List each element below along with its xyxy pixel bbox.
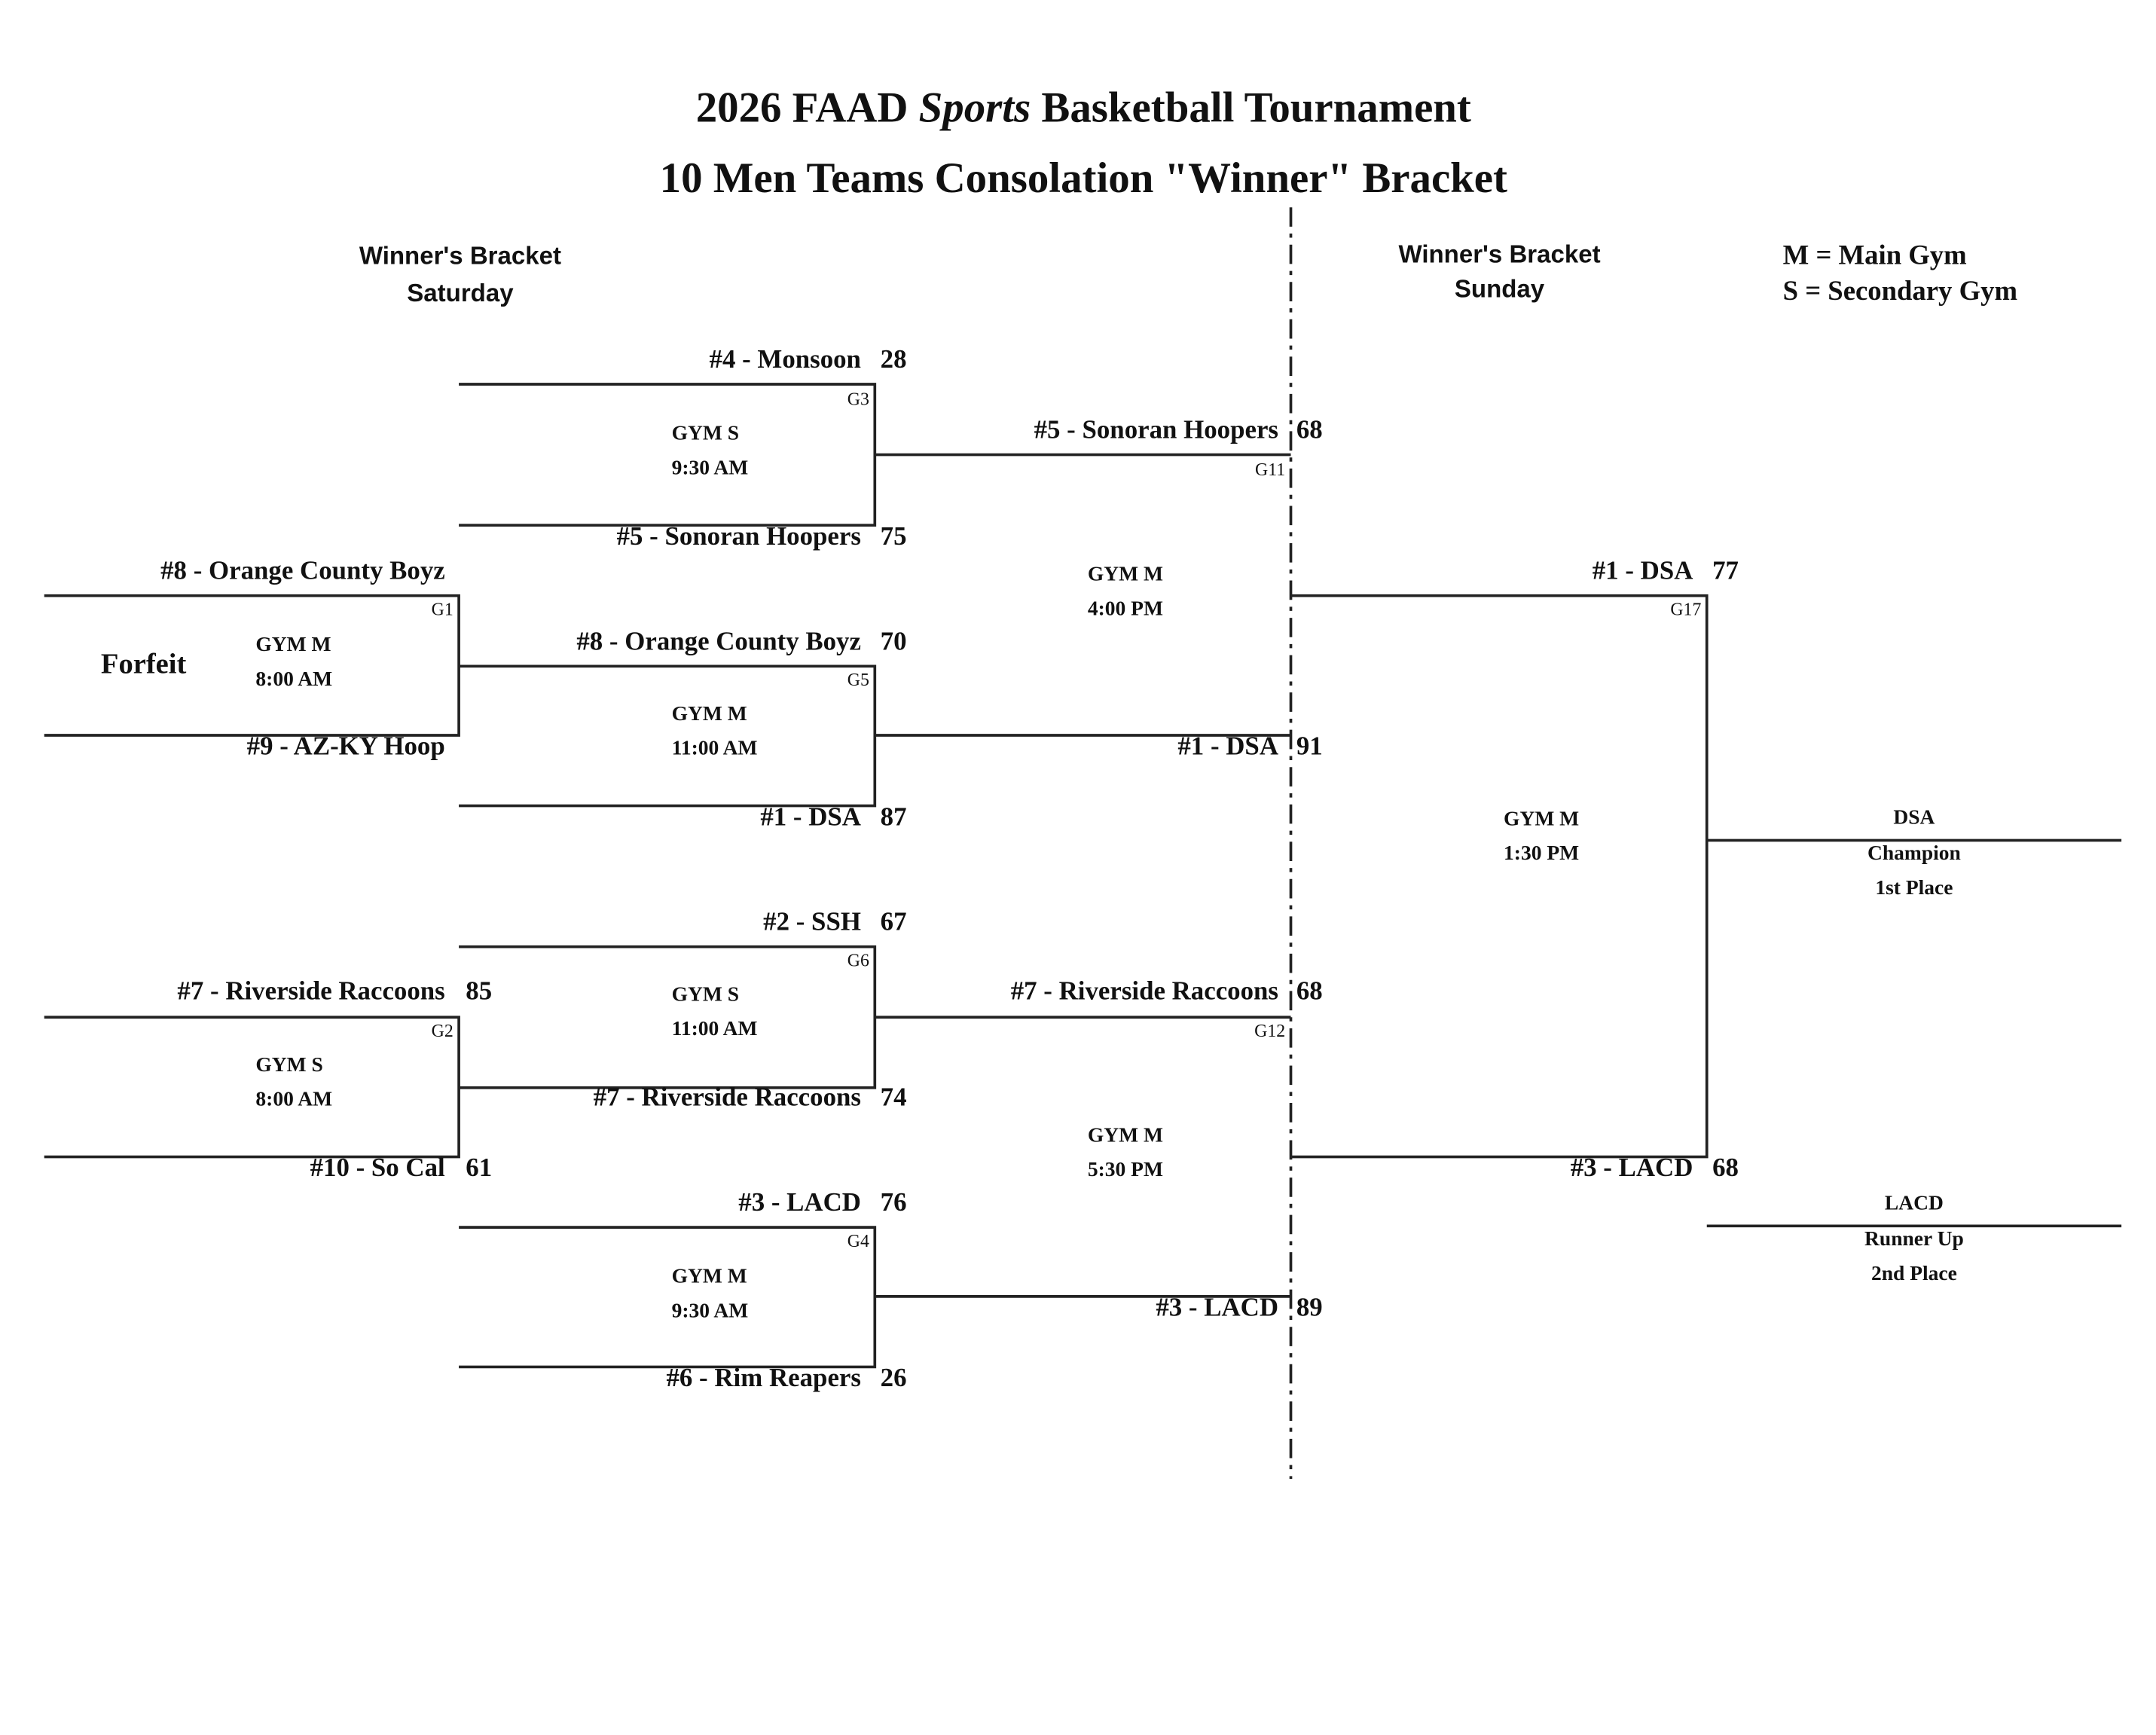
game-gym: GYM M: [1504, 808, 1580, 831]
title-text: 2026 FAAD: [695, 83, 919, 132]
game-number: G17: [1670, 598, 1702, 619]
game-gym: GYM S: [671, 423, 740, 445]
runner-up-place: 2nd Place: [1870, 1263, 1957, 1286]
runner-up-team: LACD: [1884, 1193, 1944, 1215]
team-score: 89: [1296, 1294, 1323, 1323]
game-number: G3: [847, 388, 869, 410]
header-line: Saturday: [407, 279, 514, 307]
team-score: 91: [1296, 732, 1323, 762]
game-gym: GYM M: [255, 634, 331, 657]
team-score: 70: [880, 627, 907, 657]
sunday-header: Winner's Bracket Sunday: [1361, 238, 1638, 307]
team-name: #8 - Orange County Boyz: [160, 557, 445, 586]
game-time: 4:00 PM: [1087, 598, 1163, 621]
game-time: 5:30 PM: [1087, 1159, 1163, 1182]
game-time: 1:30 PM: [1504, 843, 1580, 866]
title-line-1: 2026 FAAD Sports Basketball Tournament: [0, 83, 2156, 133]
team-score: 67: [880, 908, 907, 937]
team-name: #5 - Sonoran Hoopers: [1034, 416, 1279, 445]
game-time: 11:00 AM: [671, 738, 758, 761]
team-score: 87: [880, 802, 907, 832]
gym-legend: M = Main Gym S = Secondary Gym: [1783, 238, 2017, 310]
team-score: 61: [466, 1153, 493, 1184]
legend-secondary: S = Secondary Gym: [1782, 276, 2018, 307]
team-name: #1 - DSA: [1177, 732, 1279, 762]
game-time: 11:00 AM: [671, 1019, 758, 1041]
team-name: #1 - DSA: [1592, 557, 1693, 586]
game-time: 9:30 AM: [671, 1300, 749, 1323]
team-name: #10 - So Cal: [310, 1153, 445, 1184]
game-gym: GYM M: [1087, 564, 1163, 586]
team-name: #2 - SSH: [763, 908, 861, 937]
team-score: 28: [880, 345, 907, 375]
team-score: 74: [880, 1083, 907, 1113]
team-name: #6 - Rim Reapers: [666, 1364, 861, 1394]
title-text: Basketball Tournament: [1031, 83, 1471, 132]
team-score: 76: [880, 1188, 907, 1218]
champion-place: 1st Place: [1875, 877, 1953, 900]
team-name: #4 - Monsoon: [709, 345, 861, 375]
game-number: G12: [1254, 1019, 1286, 1041]
game-time: 8:00 AM: [255, 1089, 333, 1112]
game-number: G4: [847, 1229, 869, 1251]
bracket-g3: [459, 383, 877, 527]
team-score: 26: [880, 1364, 907, 1394]
bracket-g2: [44, 1016, 460, 1159]
header-line: Sunday: [1454, 275, 1545, 303]
team-name: #1 - DSA: [760, 802, 861, 832]
team-name: #3 - LACD: [1570, 1153, 1693, 1184]
team-score: 68: [1296, 977, 1323, 1006]
game-time: 9:30 AM: [671, 457, 749, 480]
game-gym: GYM M: [671, 1266, 747, 1288]
game-number: G6: [847, 949, 869, 970]
team-name: #5 - Sonoran Hoopers: [616, 522, 861, 552]
saturday-header: Winner's Bracket Saturday: [322, 238, 598, 313]
game-number: G11: [1254, 459, 1286, 480]
team-name: #7 - Riverside Raccoons: [1010, 977, 1279, 1006]
champion-team: DSA: [1893, 807, 1935, 829]
team-name: #3 - LACD: [738, 1188, 861, 1218]
game-gym: GYM M: [671, 703, 747, 726]
game-gym: GYM S: [671, 984, 740, 1006]
team-name: #3 - LACD: [1156, 1294, 1279, 1323]
champion-label: Champion: [1867, 843, 1961, 866]
title-line-2: 10 Men Teams Consolation "Winner" Bracke…: [659, 153, 1508, 202]
game-time: 8:00 AM: [255, 668, 333, 692]
bracket-g5: [459, 664, 877, 808]
game-gym: GYM S: [255, 1054, 323, 1077]
title-sports: Sports: [918, 83, 1031, 132]
team-score: 77: [1712, 557, 1739, 586]
header-line: Winner's Bracket: [1398, 240, 1601, 268]
team-name: #8 - Orange County Boyz: [576, 627, 861, 657]
game-number: G5: [847, 668, 869, 690]
bracket-g17: [1290, 594, 1709, 1159]
forfeit-note: Forfeit: [100, 646, 187, 680]
team-score: 75: [880, 522, 907, 552]
runner-up-label: Runner Up: [1864, 1228, 1964, 1251]
game-number: G1: [431, 598, 453, 619]
team-score: 68: [1296, 416, 1323, 445]
bracket-g4: [459, 1226, 877, 1369]
game-gym: GYM M: [1087, 1125, 1163, 1147]
team-name: #7 - Riverside Raccoons: [177, 977, 445, 1006]
game-number: G2: [431, 1019, 453, 1041]
legend-main: M = Main Gym: [1782, 240, 1967, 271]
bracket-g6: [459, 945, 877, 1089]
team-name: #7 - Riverside Raccoons: [593, 1083, 861, 1113]
team-score: 68: [1712, 1153, 1739, 1184]
team-name: #9 - AZ-KY Hoop: [246, 732, 445, 762]
header-line: Winner's Bracket: [359, 242, 561, 270]
team-score: 85: [466, 977, 493, 1006]
